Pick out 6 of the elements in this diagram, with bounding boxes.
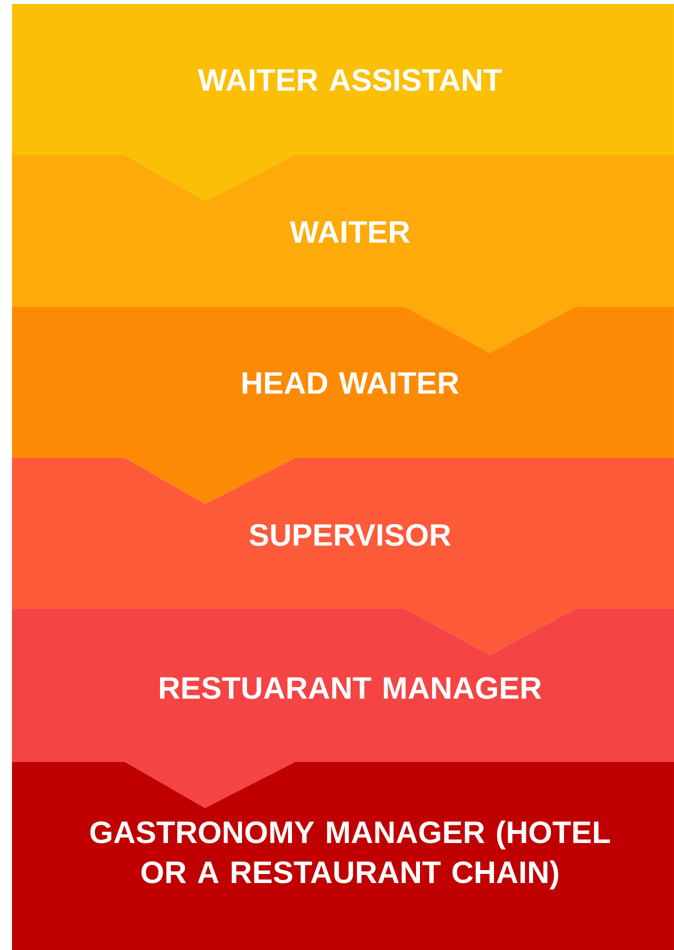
band: HEAD WAITER (12, 307, 674, 504)
band: WAITER ASSISTANT (12, 4, 674, 201)
band: RESTUARANT MANAGER (12, 609, 674, 808)
band: SUPERVISOR (12, 458, 674, 655)
band: GASTRONOMY MANAGER (HOTEL OR A RESTAURANT CHAIN) (12, 762, 674, 950)
band: WAITER (12, 155, 674, 353)
